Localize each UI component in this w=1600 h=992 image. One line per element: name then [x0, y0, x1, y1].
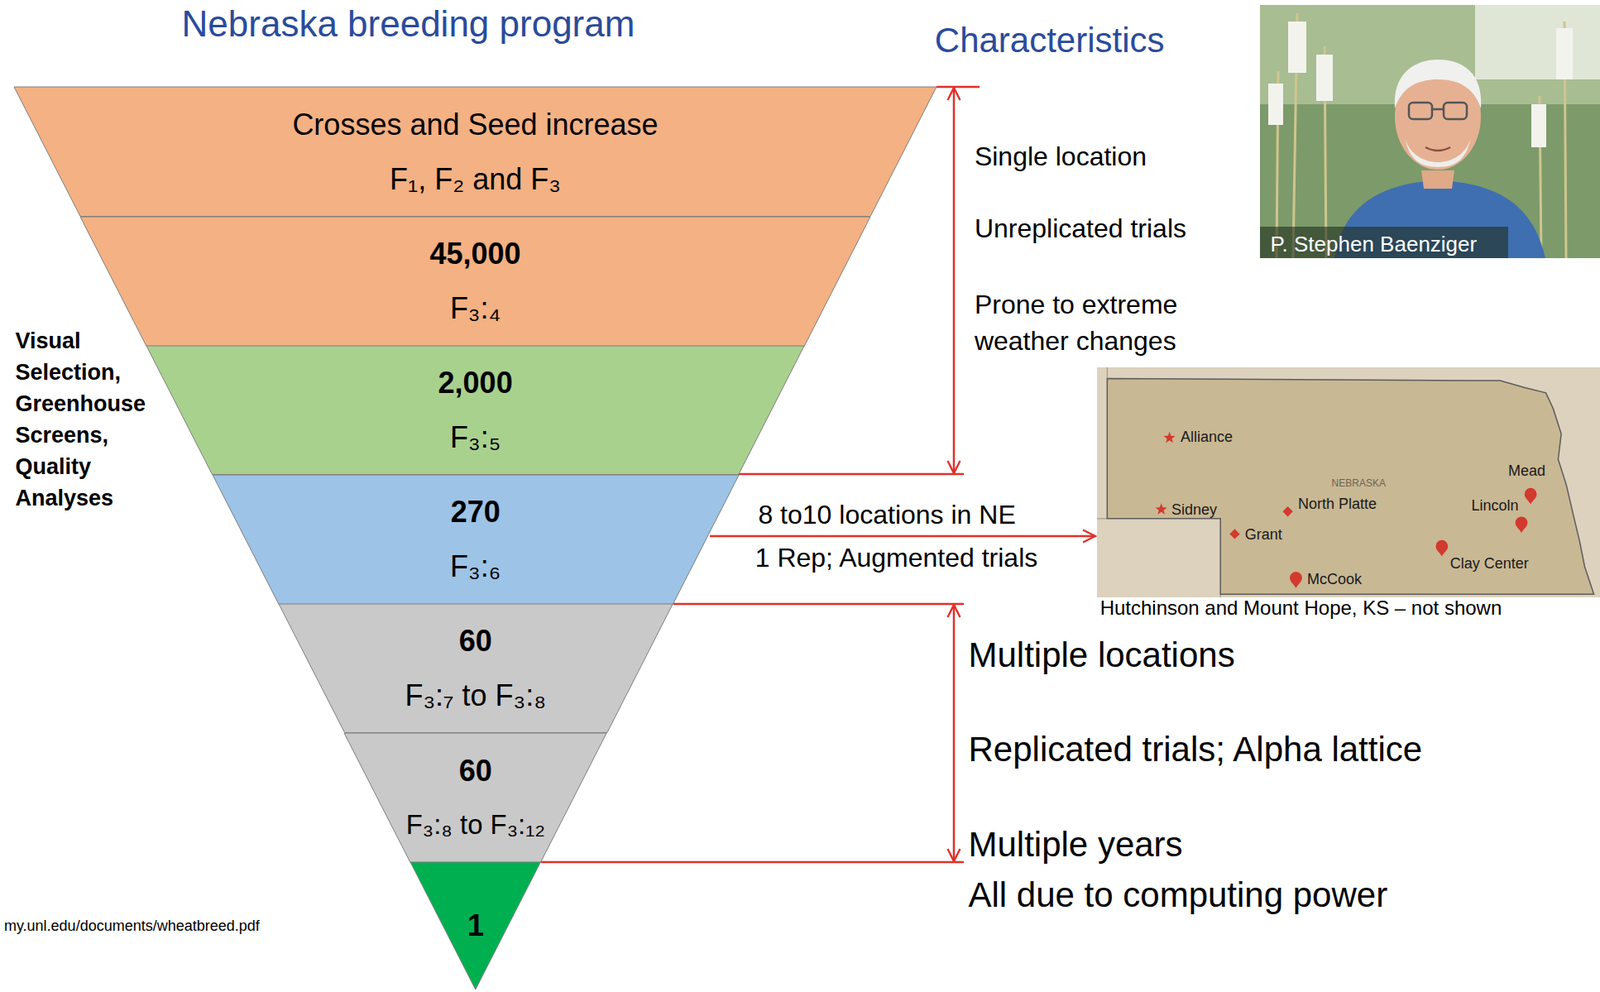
funnel-band: 60F₃:₈ to F₃:₁₂ [344, 732, 607, 863]
funnel-band: 60F₃:₇ to F₃:₈ [278, 603, 673, 733]
line-count: 45,000 [430, 236, 522, 271]
funnel-band: 45,000F₃:₄ [80, 216, 871, 347]
characteristic-item: All due to computing power [968, 874, 1389, 916]
line-count: 60 [459, 623, 493, 658]
characteristic-item: Replicated trials; Alpha lattice [968, 728, 1423, 771]
source-url: my.unl.edu/documents/wheatbreed.pdf [4, 917, 260, 936]
trial-note: 8 to10 locations in NE [757, 500, 1016, 530]
city-name: Mead [1508, 462, 1546, 481]
city-name: North Platte [1298, 495, 1377, 514]
funnel-band: 270F₃:₆ [212, 474, 739, 605]
portrait-photo [1259, 4, 1600, 259]
band-text: F₃:₇ to F₃:₈ [404, 678, 547, 713]
funnel-band: 2,000F₃:₅ [146, 345, 805, 475]
photo-caption: P. Stephen Baenziger [1270, 231, 1478, 258]
band-shape [344, 732, 607, 863]
band-shape [80, 216, 871, 347]
section-heading: Characteristics [934, 19, 1165, 62]
characteristic-item: Single location [974, 140, 1147, 173]
map-note: Hutchinson and Mount Hope, KS – not show… [1100, 596, 1503, 621]
city-name: Sidney [1171, 501, 1217, 520]
state-name: NEBRASKA [1331, 477, 1386, 489]
side-note: Visual Selection, Greenhouse Screens, Qu… [15, 325, 186, 514]
city-name: Alliance [1180, 428, 1233, 447]
band-text: F₃:₆ [450, 549, 501, 584]
band-content: 1 [410, 862, 541, 990]
band-text: F₃:₄ [450, 291, 501, 326]
line-count: 270 [450, 494, 501, 529]
diagram-title: Nebraska breeding program [182, 2, 636, 47]
band-text: F₁, F₂ and F₃ [389, 162, 561, 197]
band-shape [14, 86, 937, 217]
band-content: 60F₃:₈ to F₃:₁₂ [344, 732, 607, 863]
city-name: Grant [1245, 526, 1283, 545]
funnel-band: 1 [410, 862, 541, 990]
band-shape [278, 603, 673, 733]
line-count: 60 [459, 753, 493, 788]
band-text: Crosses and Seed increase [292, 107, 658, 142]
band-text: F₃:₅ [450, 420, 501, 455]
city-name: Clay Center [1450, 555, 1529, 574]
trial-note: 1 Rep; Augmented trials [755, 543, 1039, 573]
characteristic-item: Multiple locations [968, 634, 1236, 676]
band-text: F₃:₈ to F₃:₁₂ [406, 809, 546, 841]
line-count: 1 [467, 908, 484, 943]
funnel-band: Crosses and Seed increaseF₁, F₂ and F₃ [14, 86, 937, 217]
band-content: Crosses and Seed increaseF₁, F₂ and F₃ [14, 86, 937, 217]
band-content: 270F₃:₆ [212, 474, 739, 605]
characteristic-item: Unreplicated trials [974, 212, 1187, 245]
map-markers [1155, 431, 1538, 589]
band-shape [212, 474, 739, 605]
city-name: McCook [1307, 570, 1362, 590]
band-content: 2,000F₃:₅ [146, 345, 805, 475]
band-shape [146, 345, 805, 475]
city-name: Lincoln [1471, 497, 1519, 516]
characteristic-item: Multiple years [968, 823, 1184, 866]
characteristic-item: Prone to extreme weather changes [974, 286, 1223, 360]
band-content: 45,000F₃:₄ [80, 216, 871, 347]
line-count: 2,000 [438, 365, 513, 400]
band-content: 60F₃:₇ to F₃:₈ [278, 603, 673, 733]
